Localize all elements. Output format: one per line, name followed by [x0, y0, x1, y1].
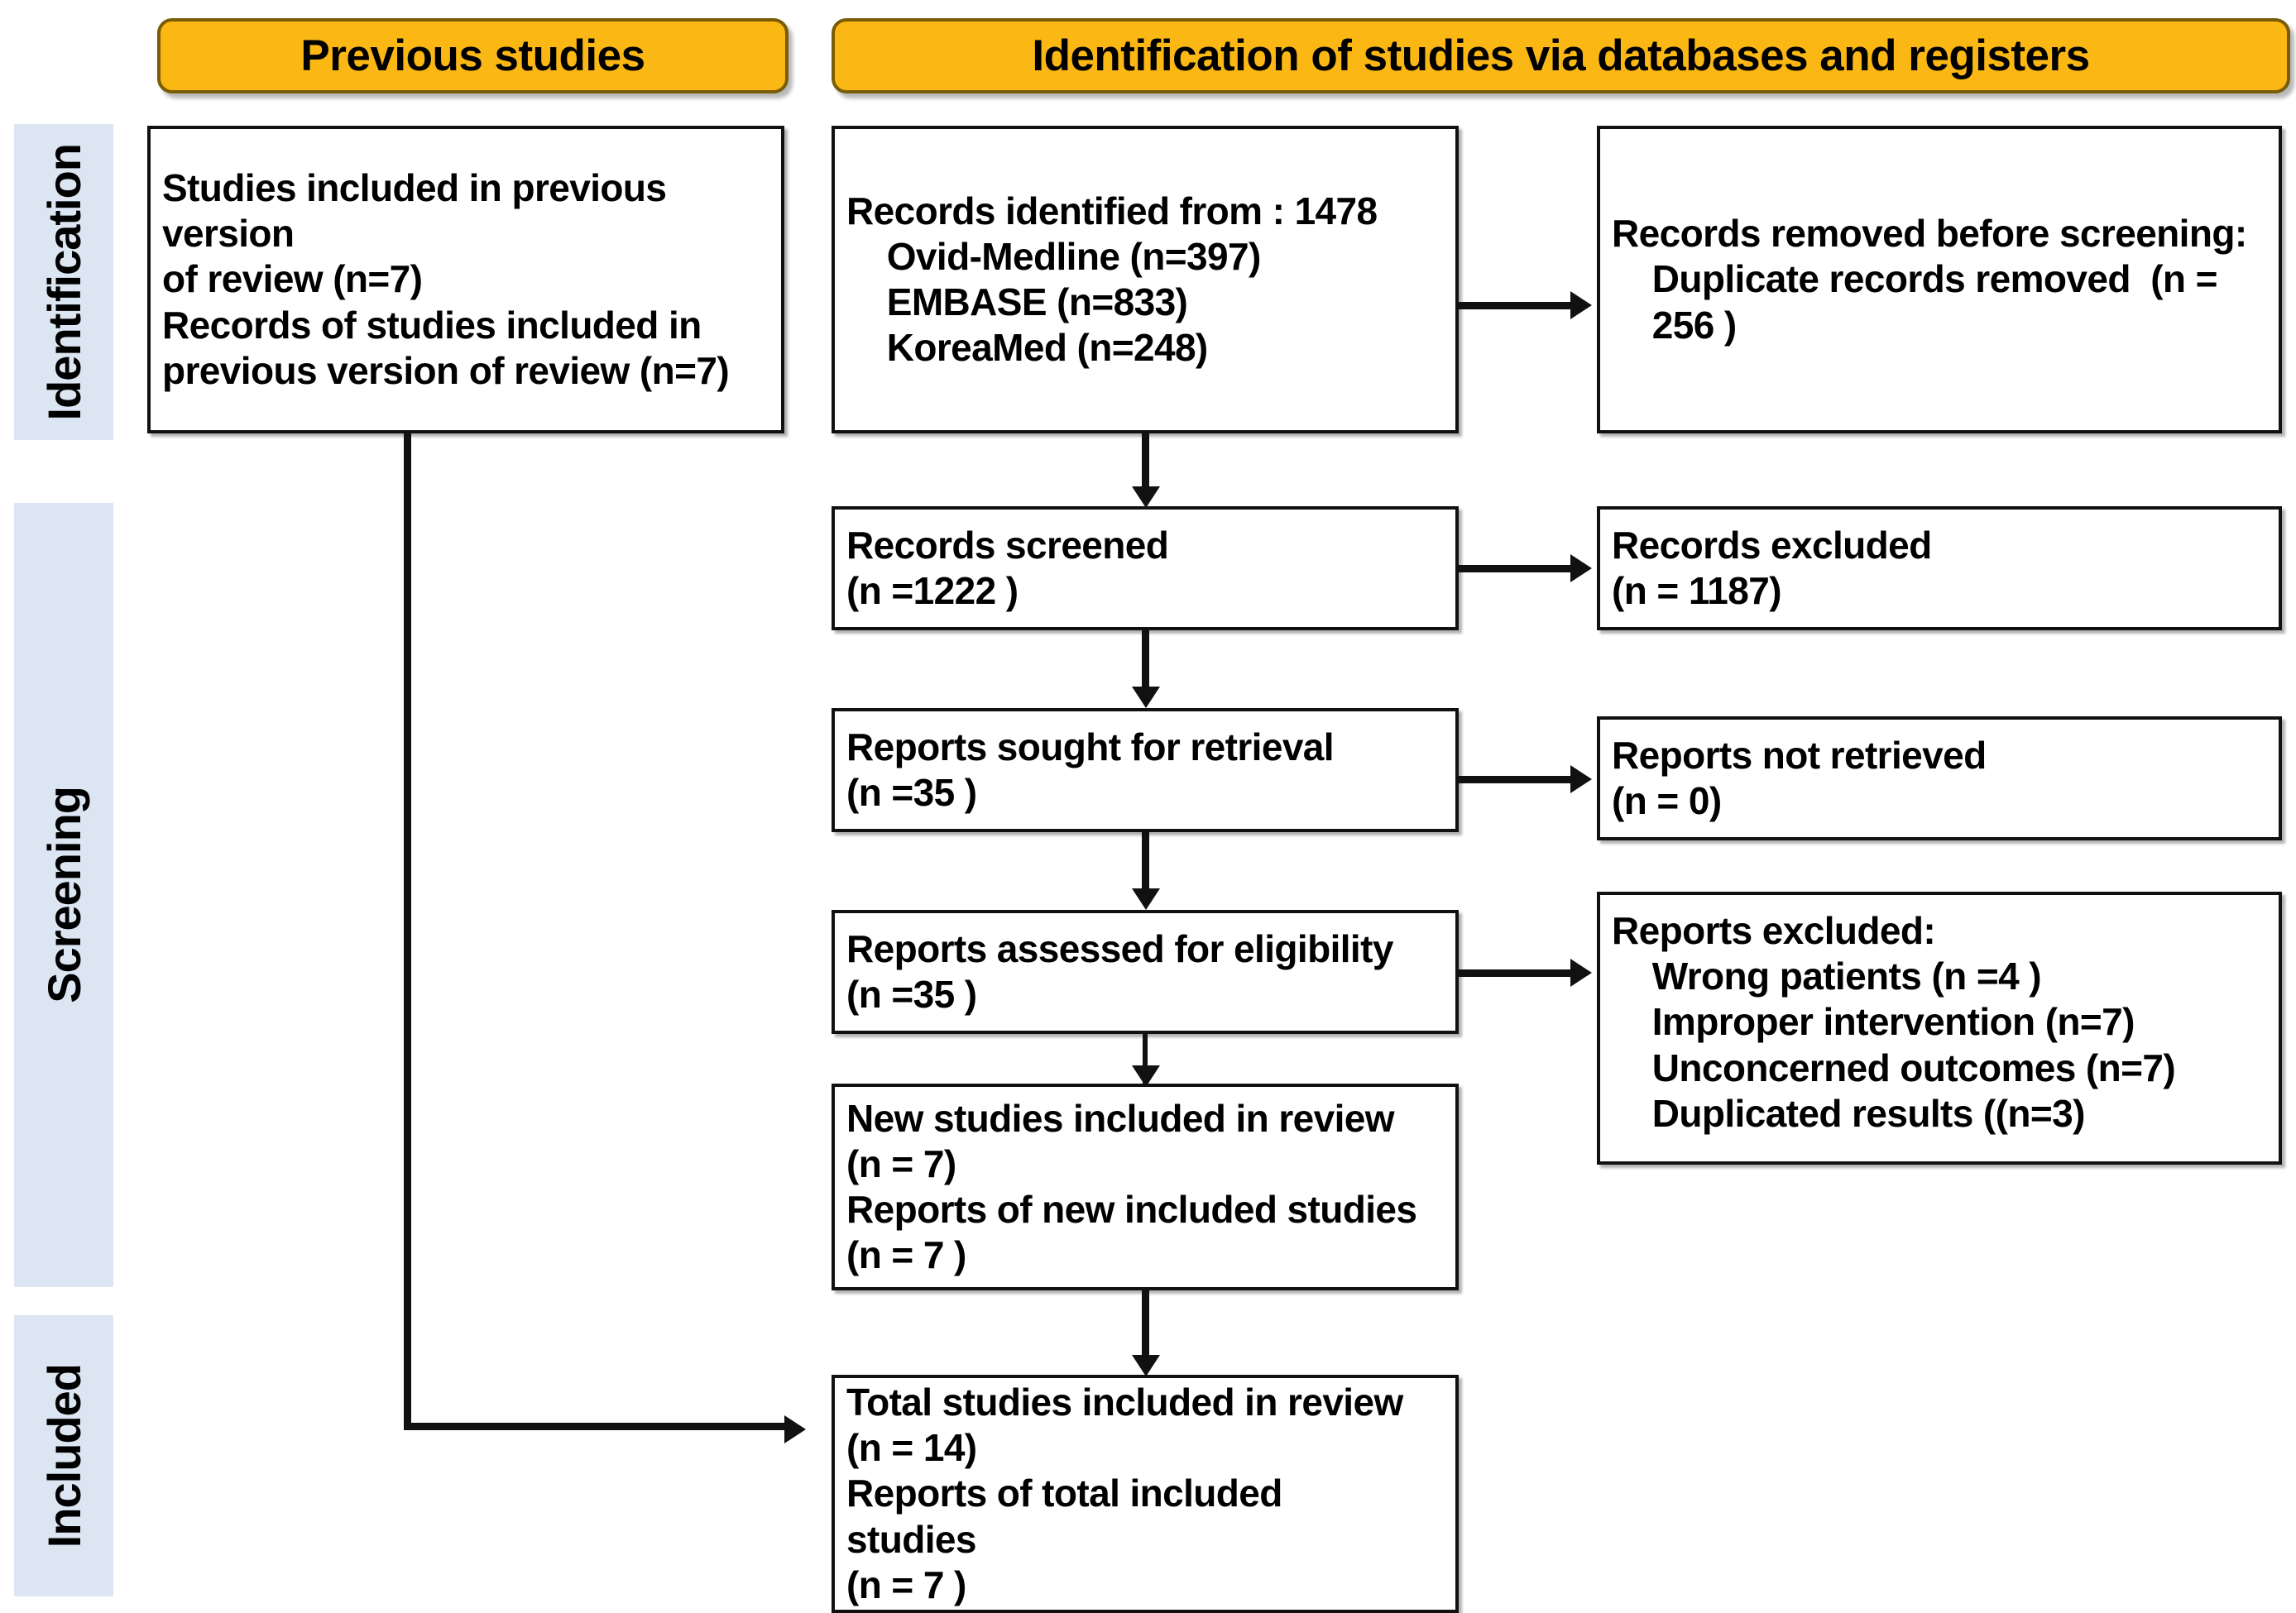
- box-reports-excluded-text: Reports excluded: Wrong patients (n =4 )…: [1612, 909, 2176, 1135]
- box-records-removed: Records removed before screening: Duplic…: [1597, 126, 2282, 433]
- connector-sought-to-not-retrieved: [1459, 776, 1570, 783]
- box-records-excluded-text: Records excluded (n = 1187): [1612, 523, 1932, 612]
- stage-label-included: Included: [37, 1363, 90, 1548]
- box-previous-studies: Studies included in previous version of …: [147, 126, 784, 433]
- box-previous-studies-text: Studies included in previous version of …: [162, 166, 730, 392]
- arrowhead-assessed-to-new-studies: [1132, 1065, 1160, 1087]
- box-records-identified: Records identified from : 1478 Ovid-Medl…: [832, 126, 1459, 433]
- box-reports-assessed: Reports assessed for eligibility (n =35 …: [832, 910, 1459, 1034]
- stage-label-screening: Screening: [37, 787, 90, 1003]
- box-total-studies: Total studies included in review (n = 14…: [832, 1375, 1459, 1613]
- connector-new-to-total: [1142, 1290, 1149, 1355]
- arrowhead-assessed-to-excluded: [1570, 959, 1592, 987]
- connector-sought-to-assessed: [1142, 832, 1149, 888]
- arrowhead-sought-to-assessed: [1132, 888, 1160, 910]
- connector-screened-to-excluded: [1459, 565, 1570, 572]
- box-reports-assessed-text: Reports assessed for eligibility (n =35 …: [846, 926, 1393, 1016]
- box-reports-not-retrieved-text: Reports not retrieved (n = 0): [1612, 733, 1987, 822]
- banner-identification-databases: Identification of studies via databases …: [832, 18, 2290, 93]
- box-reports-sought: Reports sought for retrieval (n =35 ): [832, 708, 1459, 832]
- arrowhead-screened-to-excluded: [1570, 554, 1592, 582]
- box-total-studies-text: Total studies included in review (n = 14…: [846, 1381, 1403, 1606]
- stage-label-identification: Identification: [37, 143, 90, 421]
- arrowhead-screened-to-sought: [1132, 687, 1160, 708]
- arrowhead-previous-to-total: [784, 1415, 806, 1443]
- arrowhead-new-to-total: [1132, 1355, 1160, 1376]
- arrowhead-identified-to-screened: [1132, 486, 1160, 508]
- box-records-screened-text: Records screened (n =1222 ): [846, 523, 1169, 612]
- box-records-excluded: Records excluded (n = 1187): [1597, 506, 2282, 630]
- box-new-studies: New studies included in review (n = 7) R…: [832, 1084, 1459, 1290]
- box-new-studies-text: New studies included in review (n = 7) R…: [846, 1096, 1417, 1277]
- connector-previous-to-total-horizontal: [404, 1423, 784, 1430]
- banner-previous-studies-label: Previous studies: [300, 31, 645, 80]
- banner-previous-studies: Previous studies: [157, 18, 789, 93]
- connector-previous-to-total-vertical: [404, 433, 411, 1430]
- connector-assessed-to-new-studies: [1143, 1034, 1148, 1085]
- box-records-removed-text: Records removed before screening: Duplic…: [1612, 212, 2247, 347]
- box-reports-not-retrieved: Reports not retrieved (n = 0): [1597, 716, 2282, 840]
- box-records-screened: Records screened (n =1222 ): [832, 506, 1459, 630]
- connector-identified-to-removed: [1459, 302, 1570, 309]
- connector-screened-to-sought: [1142, 630, 1149, 687]
- stage-band-screening: Screening: [14, 503, 113, 1287]
- stage-band-included: Included: [14, 1315, 113, 1596]
- stage-band-identification: Identification: [14, 124, 113, 440]
- box-reports-excluded: Reports excluded: Wrong patients (n =4 )…: [1597, 892, 2282, 1165]
- arrowhead-sought-to-not-retrieved: [1570, 765, 1592, 793]
- box-reports-sought-text: Reports sought for retrieval (n =35 ): [846, 725, 1335, 814]
- box-records-identified-text: Records identified from : 1478 Ovid-Medl…: [846, 189, 1378, 370]
- connector-identified-to-screened: [1142, 433, 1149, 486]
- banner-identification-databases-label: Identification of studies via databases …: [1032, 31, 2090, 80]
- connector-assessed-to-excluded: [1459, 969, 1570, 977]
- arrowhead-identified-to-removed: [1570, 291, 1592, 319]
